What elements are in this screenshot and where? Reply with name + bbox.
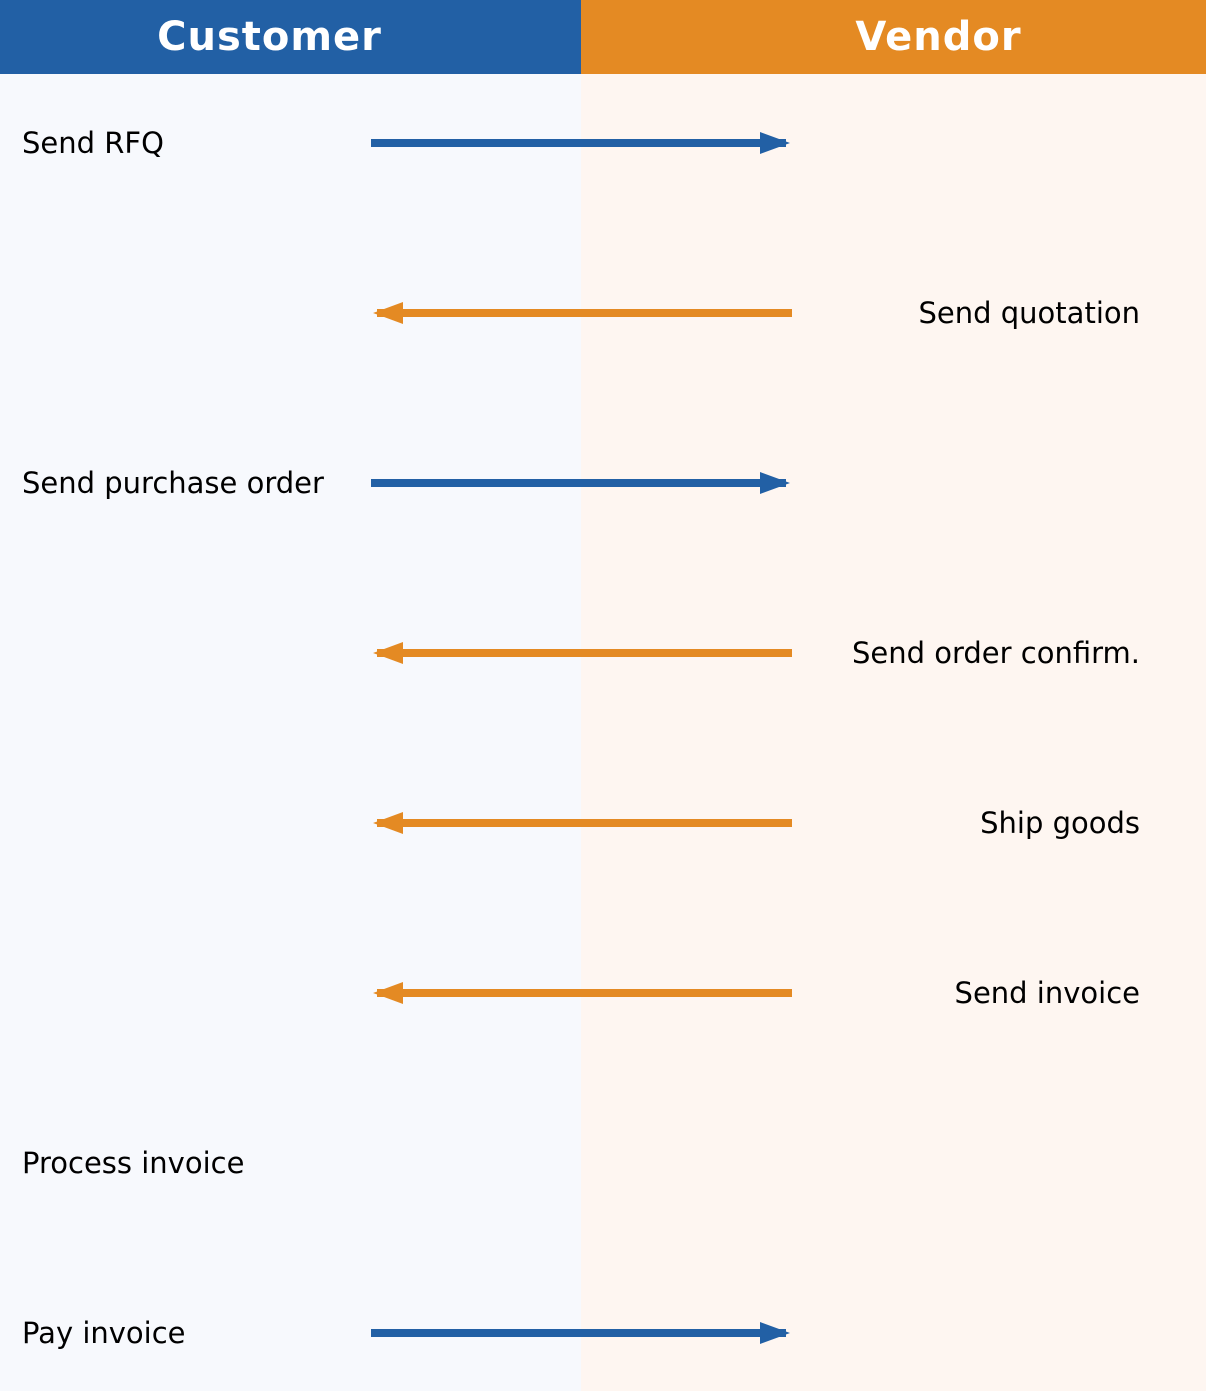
step-label: Send quotation xyxy=(918,296,1140,330)
arrow-to-customer xyxy=(373,302,792,324)
arrowhead xyxy=(373,642,403,664)
arrowhead xyxy=(760,132,790,154)
arrow-to-vendor xyxy=(371,132,790,154)
step-label: Ship goods xyxy=(980,806,1140,840)
arrow-to-customer xyxy=(373,642,792,664)
customer-lane-header: Customer xyxy=(0,0,581,74)
vendor-lane xyxy=(581,0,1206,1391)
arrow-to-vendor xyxy=(371,472,790,494)
arrowhead xyxy=(373,982,403,1004)
step-label: Send RFQ xyxy=(22,126,164,160)
arrow-to-vendor xyxy=(371,1322,790,1344)
arrowhead xyxy=(760,1322,790,1344)
arrow-to-customer xyxy=(373,982,792,1004)
step-label: Send purchase order xyxy=(22,466,324,500)
vendor-lane-title: Vendor xyxy=(855,14,1022,60)
arrowhead xyxy=(373,302,403,324)
step-label: Send order confirm. xyxy=(851,636,1140,670)
customer-lane-title: Customer xyxy=(157,14,382,60)
arrowhead xyxy=(373,812,403,834)
customer-lane xyxy=(0,0,581,1391)
step-label: Pay invoice xyxy=(22,1316,186,1350)
step-label: Process invoice xyxy=(22,1146,245,1180)
step-label: Send invoice xyxy=(954,976,1140,1010)
arrow-to-customer xyxy=(373,812,792,834)
arrowhead xyxy=(760,472,790,494)
vendor-lane-header: Vendor xyxy=(581,0,1206,74)
